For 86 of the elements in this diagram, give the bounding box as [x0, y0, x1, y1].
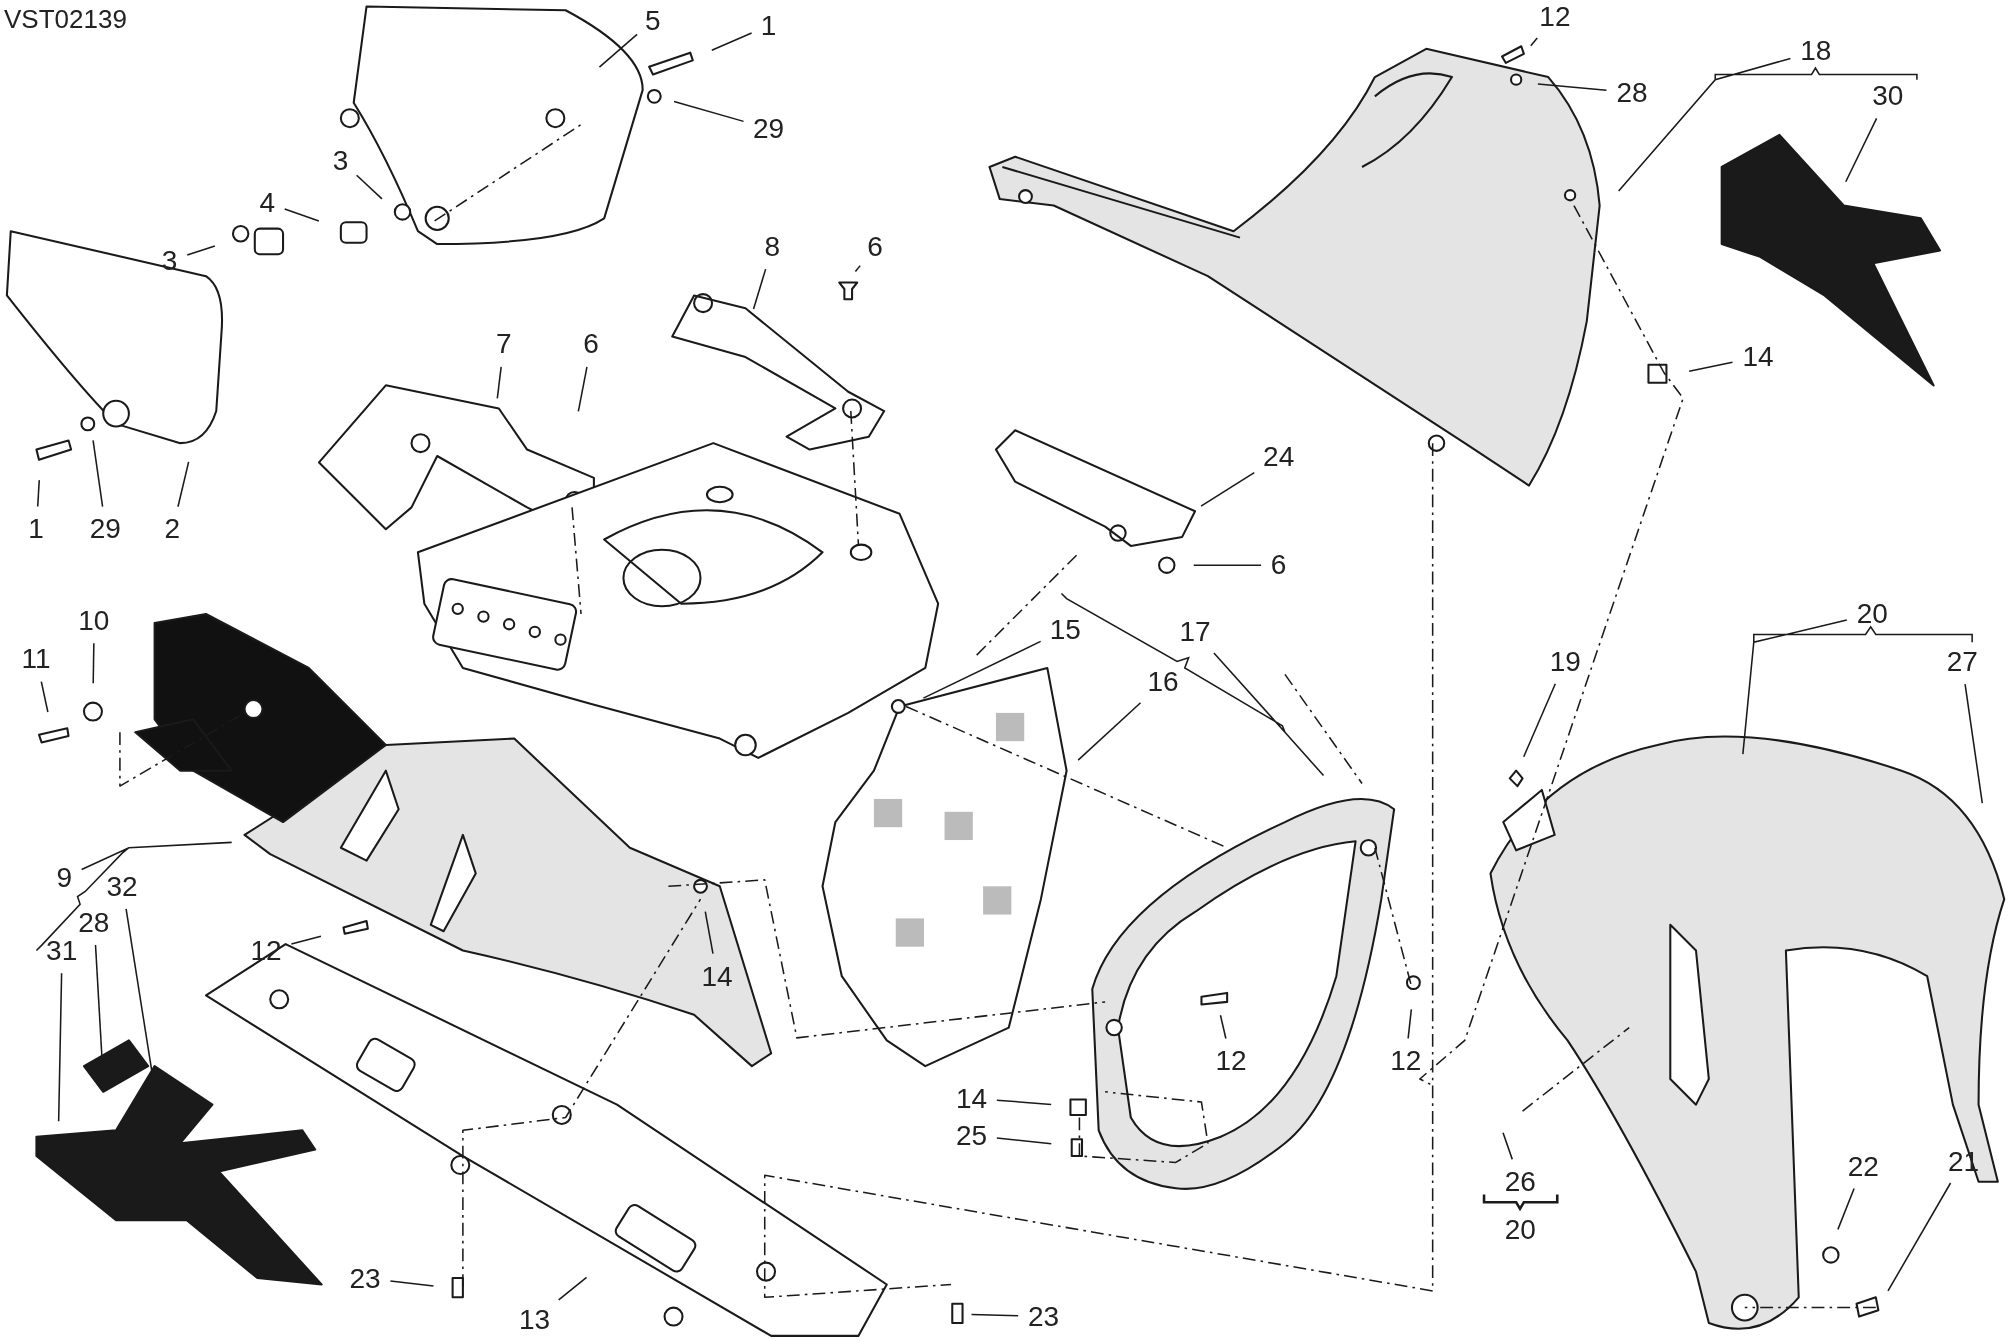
leader-line	[92, 439, 104, 508]
callout-number: 14	[699, 961, 735, 992]
callout-number: 6	[581, 329, 601, 360]
leader-line	[577, 366, 588, 413]
leader-line	[598, 33, 638, 68]
leader-line	[1617, 57, 1918, 192]
leader-line	[557, 1276, 588, 1301]
callout-number: 8	[762, 231, 783, 262]
callout-number: 10	[76, 605, 112, 636]
leader-line	[1522, 682, 1557, 758]
callout-number: 20	[1854, 599, 1890, 630]
callout-number: 28	[1614, 77, 1650, 108]
leader-line	[36, 479, 41, 508]
callout-number: 17	[1177, 617, 1213, 648]
leader-line	[389, 1280, 435, 1287]
leader-line	[854, 264, 861, 273]
callout-number: 5	[643, 5, 663, 36]
callout-number: 12	[1537, 1, 1573, 32]
leader-line	[996, 1137, 1053, 1145]
leader-line	[1077, 701, 1142, 761]
callout-number: 12	[1213, 1046, 1249, 1077]
callout-number: 7	[493, 329, 514, 360]
leader-line	[1200, 471, 1255, 507]
leader-line	[752, 268, 767, 310]
callout-number: 6	[1268, 550, 1289, 581]
leader-line	[922, 640, 1042, 699]
callout-number: 12	[1388, 1046, 1424, 1077]
callout-number: 25	[953, 1121, 990, 1151]
leader-line	[704, 910, 714, 955]
callout-number: 29	[750, 113, 787, 144]
callout-number: 32	[104, 871, 140, 902]
leader-line	[970, 1313, 1019, 1317]
callout-number: 4	[257, 188, 278, 219]
leader-line	[355, 174, 383, 200]
callout-number: 20	[1502, 1214, 1538, 1245]
callout-number: 24	[1261, 442, 1297, 473]
leader-line	[673, 100, 745, 123]
leader-line	[1964, 683, 1984, 804]
callout-number: 3	[330, 145, 351, 176]
callout-number: 9	[54, 862, 75, 893]
callout-number: 31	[44, 935, 80, 966]
leader-line	[177, 461, 190, 508]
leader-line	[125, 908, 153, 1071]
leader-line	[1537, 83, 1608, 91]
callout-number: 1	[26, 514, 46, 545]
leader-line	[283, 208, 320, 222]
leader-line	[1887, 1182, 1952, 1292]
leader-line	[1530, 37, 1538, 47]
leader-line	[1742, 619, 1973, 755]
leader-line	[1219, 1014, 1227, 1040]
leader-line	[35, 841, 233, 952]
drawing-code: VST02139	[4, 4, 127, 35]
callout-number: 6	[865, 231, 885, 262]
leader-line	[1407, 1008, 1413, 1040]
callout-number: 29	[87, 514, 123, 545]
leader-line	[496, 366, 502, 400]
callout-number: 18	[1798, 36, 1834, 67]
leader-line	[996, 1099, 1052, 1106]
callout-number: 19	[1547, 646, 1583, 677]
callout-number: 27	[1944, 646, 1980, 677]
leader-line	[1502, 1131, 1514, 1161]
leader-line	[1060, 592, 1325, 777]
callout-number: 23	[1025, 1302, 1062, 1333]
leader-line	[57, 972, 63, 1123]
leader-line	[92, 642, 95, 685]
callout-number: 2	[162, 514, 182, 545]
leader-line	[40, 680, 49, 713]
callout-number: 30	[1870, 81, 1906, 112]
leader-line	[1688, 361, 1734, 372]
callout-number: 16	[1145, 667, 1181, 698]
leader-line	[1193, 564, 1262, 566]
callout-number: 1	[758, 10, 779, 41]
callout-number: 26	[1502, 1167, 1538, 1198]
callout-number: 23	[347, 1263, 383, 1294]
callout-number: 11	[19, 644, 53, 675]
leader-line	[1845, 117, 1878, 183]
leader-line	[290, 935, 322, 945]
callout-number: 28	[76, 907, 112, 938]
leader-line	[186, 245, 216, 256]
leader-line	[1837, 1187, 1855, 1231]
callout-number: 14	[953, 1083, 990, 1114]
callout-number: 13	[517, 1304, 553, 1335]
leader-line	[711, 32, 753, 51]
callout-number: 15	[1047, 614, 1083, 645]
callout-number: 14	[1740, 342, 1776, 373]
callout-number: 22	[1845, 1151, 1881, 1182]
